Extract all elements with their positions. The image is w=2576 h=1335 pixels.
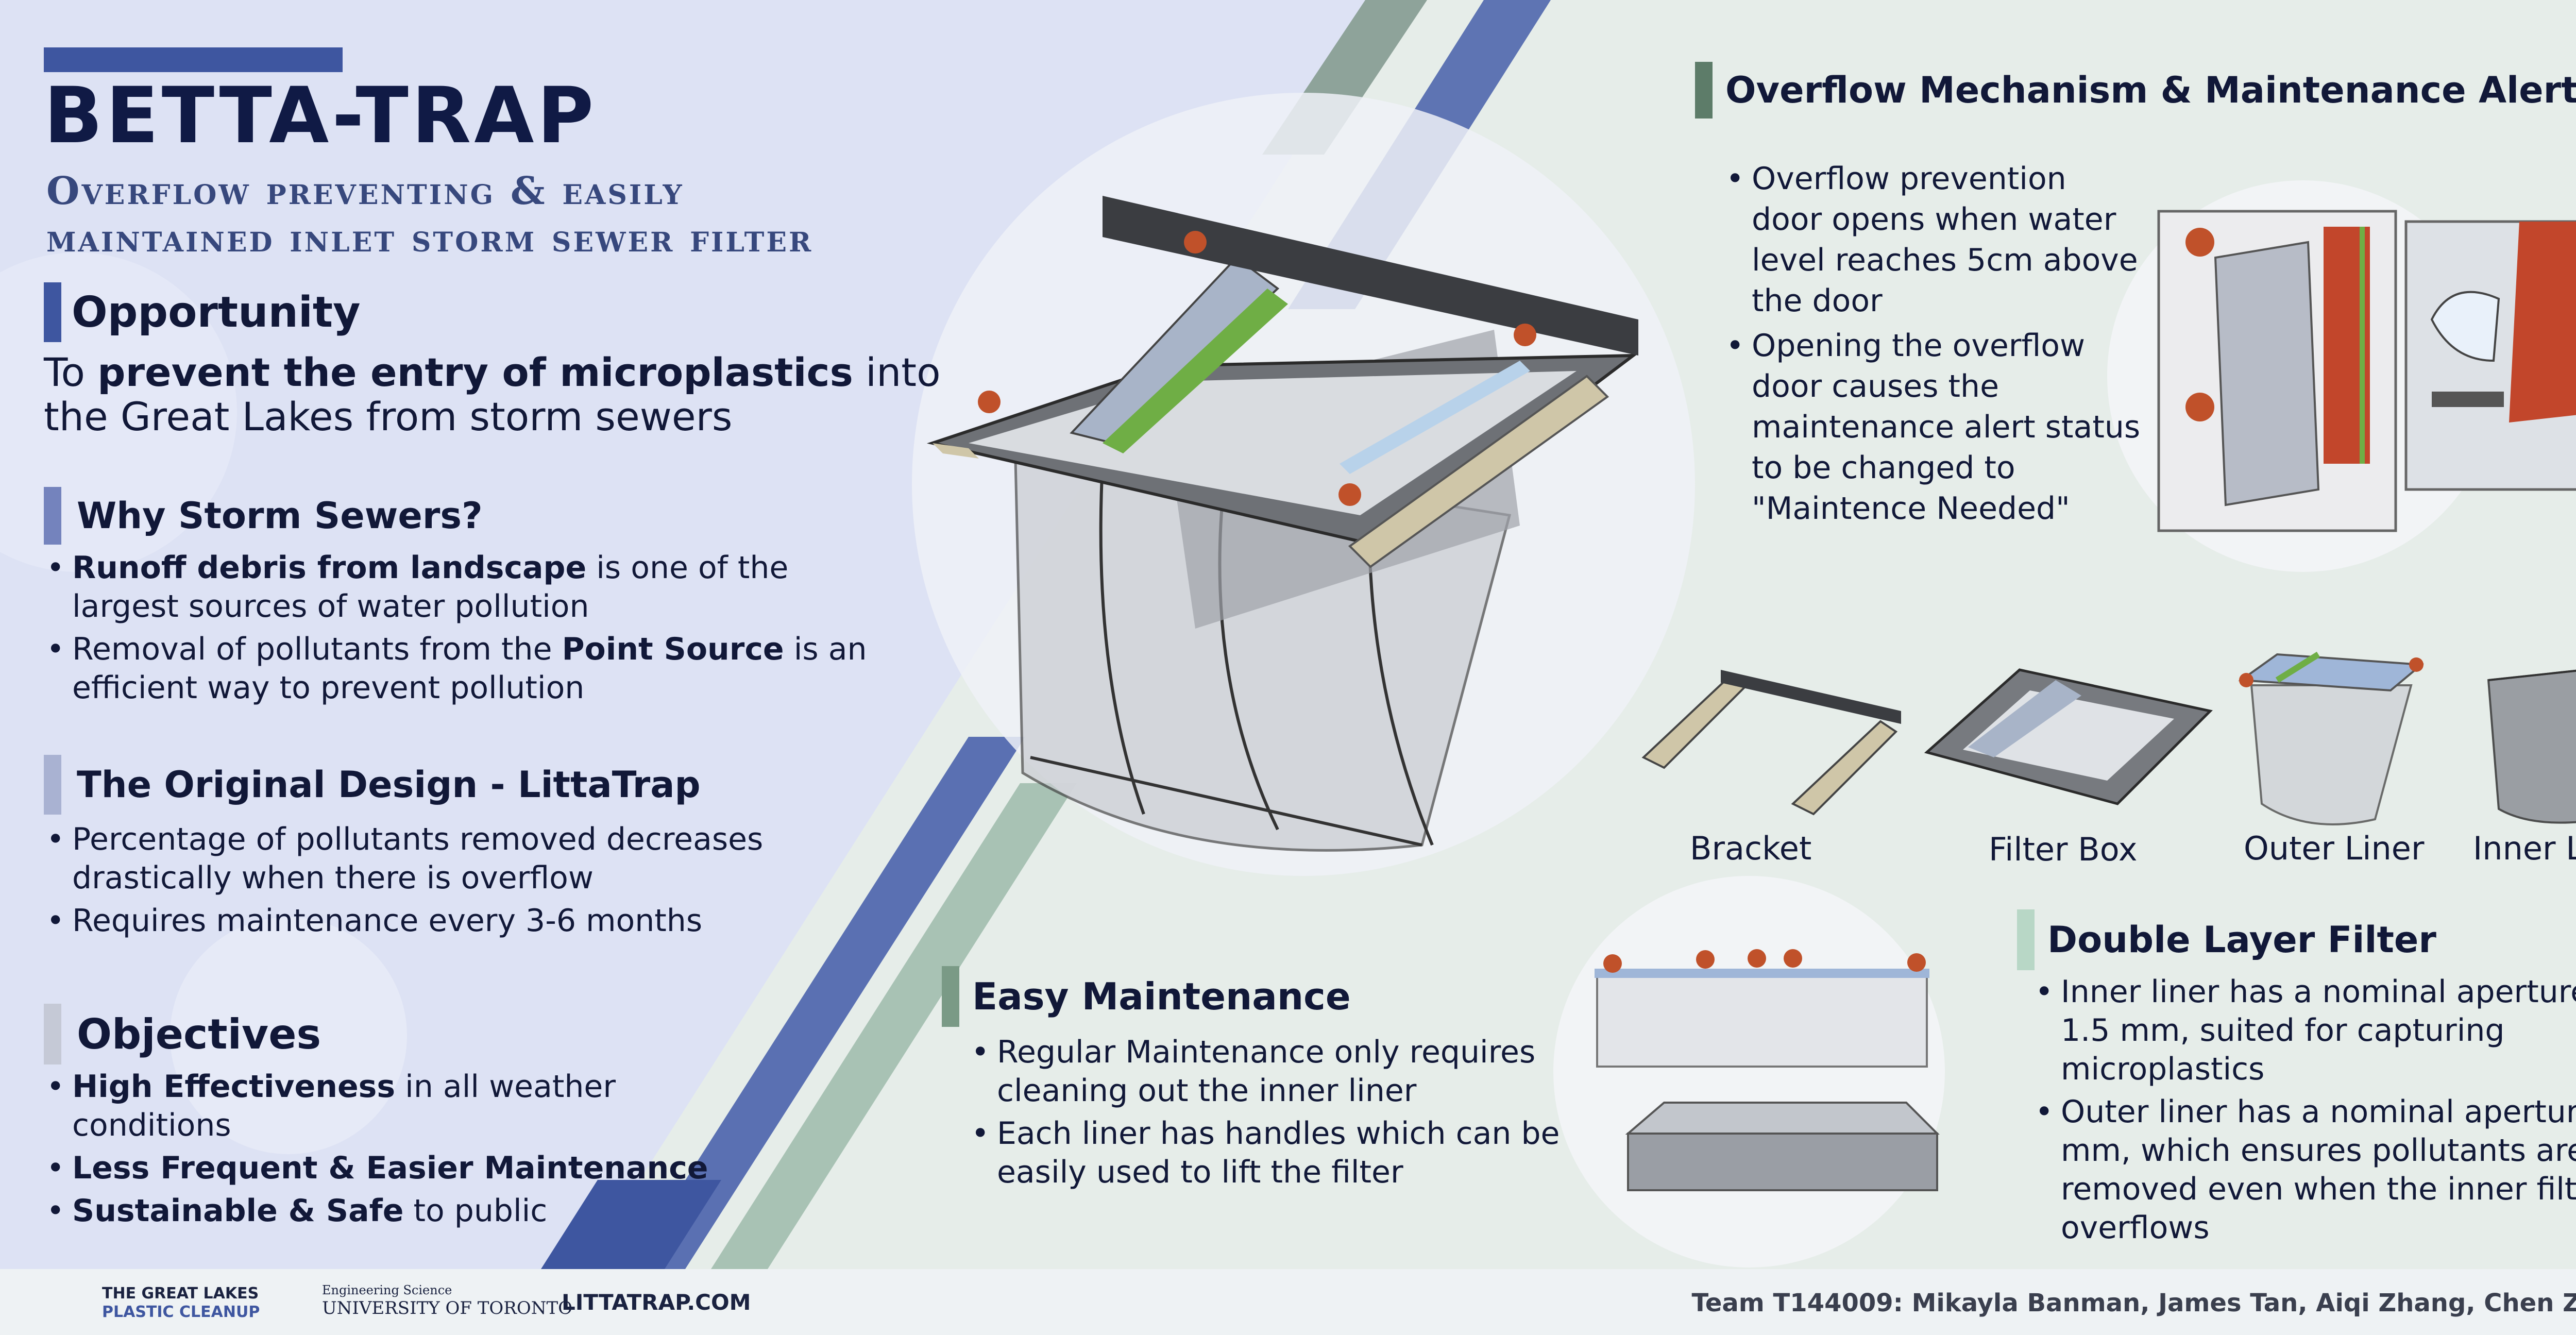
why-storm-sewers-list: Runoff debris from landscape is one of t… bbox=[46, 549, 871, 712]
filter-box-render bbox=[1924, 668, 2213, 805]
opportunity-accent-bar bbox=[44, 282, 61, 342]
easy-maintenance-list: Regular Maintenance only requires cleani… bbox=[971, 1033, 1589, 1196]
website-link[interactable]: LITTATRAP.COM bbox=[562, 1290, 751, 1315]
liners-exploded-render bbox=[1595, 949, 1940, 1191]
double-layer-accent-bar bbox=[2017, 909, 2035, 970]
footer-bar: THE GREAT LAKES PLASTIC CLEANUP Engineer… bbox=[0, 1269, 2576, 1335]
list-item: Each liner has handles which can be easi… bbox=[971, 1114, 1589, 1192]
list-item: Opening the overflow door causes the mai… bbox=[1726, 326, 2143, 529]
filter-box-label: Filter Box bbox=[1989, 831, 2138, 868]
subtitle-line-2: maintained inlet storm sewer filter bbox=[46, 216, 814, 261]
outer-liner-render bbox=[2238, 651, 2425, 825]
original-design-list: Percentage of pollutants removed decreas… bbox=[46, 820, 845, 944]
why-storm-sewers-accent-bar bbox=[44, 487, 61, 545]
opportunity-text: To prevent the entry of microplastics in… bbox=[44, 349, 941, 440]
list-item: Requires maintenance every 3-6 months bbox=[46, 902, 845, 940]
list-item: Percentage of pollutants removed decreas… bbox=[46, 820, 845, 898]
overflow-accent-bar bbox=[1695, 62, 1713, 119]
why-storm-sewers-heading-text: Why Storm Sewers? bbox=[77, 495, 483, 537]
liners-render-circle bbox=[1553, 876, 1945, 1268]
overflow-door-closeup-render bbox=[2157, 210, 2576, 532]
poster-subtitle: Overflow preventing & easily maintained … bbox=[46, 167, 1025, 262]
title-accent-bar bbox=[44, 47, 343, 72]
list-item: Overflow prevention door opens when wate… bbox=[1726, 159, 2143, 322]
double-layer-list: Inner liner has a nominal aperture of 1.… bbox=[2035, 973, 2576, 1252]
double-layer-heading: Double Layer Filter bbox=[2017, 909, 2436, 970]
list-item: Outer liner has a nominal aperture of 5 … bbox=[2035, 1093, 2576, 1247]
easy-maintenance-accent-bar bbox=[942, 966, 959, 1027]
objectives-heading: Objectives bbox=[44, 1004, 321, 1064]
original-design-accent-bar bbox=[44, 755, 61, 815]
opportunity-heading-text: Opportunity bbox=[72, 288, 361, 337]
why-storm-sewers-heading: Why Storm Sewers? bbox=[44, 487, 483, 545]
list-item: Removal of pollutants from the Point Sou… bbox=[46, 630, 871, 707]
bracket-render bbox=[1641, 670, 1901, 816]
easy-maintenance-heading: Easy Maintenance bbox=[942, 966, 1351, 1027]
subtitle-line-1: Overflow preventing & easily bbox=[46, 169, 684, 213]
list-item: Inner liner has a nominal aperture of 1.… bbox=[2035, 973, 2576, 1089]
opportunity-heading: Opportunity bbox=[44, 282, 361, 342]
list-item: Less Frequent & Easier Maintenance bbox=[46, 1149, 752, 1188]
objectives-list: High Effectiveness in all weather condit… bbox=[46, 1068, 752, 1235]
inner-liner-label: Inner Liner bbox=[2473, 830, 2576, 867]
betta-trap-assembly-render bbox=[926, 196, 1638, 852]
inner-liner-render bbox=[2487, 669, 2576, 824]
bracket-label: Bracket bbox=[1690, 830, 1812, 867]
poster-title: BETTA-TRAP bbox=[44, 71, 597, 161]
overflow-heading: Overflow Mechanism & Maintenance Alert bbox=[1695, 62, 2576, 119]
objectives-accent-bar bbox=[44, 1004, 61, 1064]
outer-liner-label: Outer Liner bbox=[2244, 830, 2425, 867]
uoft-name: Engineering Science UNIVERSITY OF TORONT… bbox=[322, 1283, 573, 1319]
great-lakes-name: THE GREAT LAKES PLASTIC CLEANUP bbox=[102, 1285, 260, 1321]
list-item: Sustainable & Safe to public bbox=[46, 1192, 752, 1230]
objectives-heading-text: Objectives bbox=[77, 1010, 321, 1058]
overflow-heading-text: Overflow Mechanism & Maintenance Alert bbox=[1725, 69, 2576, 111]
double-layer-heading-text: Double Layer Filter bbox=[2047, 919, 2436, 961]
list-item: Regular Maintenance only requires cleani… bbox=[971, 1033, 1589, 1110]
overflow-list: Overflow prevention door opens when wate… bbox=[1726, 159, 2143, 533]
original-design-heading: The Original Design - LittaTrap bbox=[44, 755, 701, 815]
list-item: High Effectiveness in all weather condit… bbox=[46, 1068, 752, 1145]
original-design-heading-text: The Original Design - LittaTrap bbox=[77, 764, 701, 806]
easy-maintenance-heading-text: Easy Maintenance bbox=[972, 975, 1351, 1018]
list-item: Runoff debris from landscape is one of t… bbox=[46, 549, 871, 626]
team-credits: Team T144009: Mikayla Banman, James Tan,… bbox=[1691, 1289, 2576, 1317]
